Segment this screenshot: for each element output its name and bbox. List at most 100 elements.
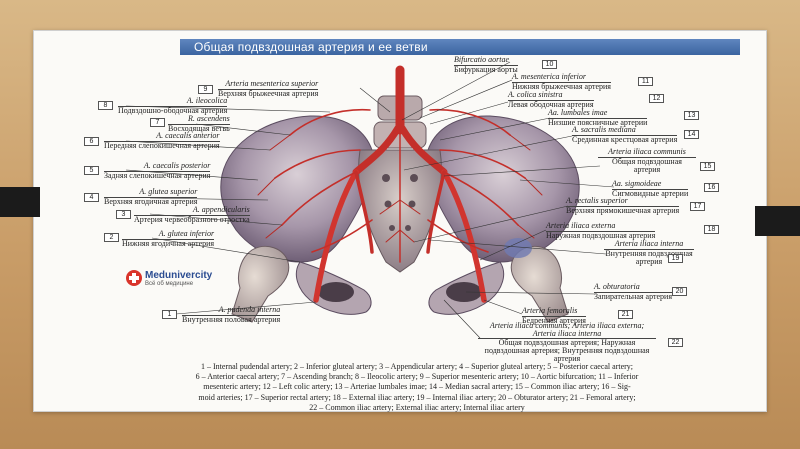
label-number-7: 7	[150, 118, 165, 127]
right-external-iliac	[441, 169, 487, 303]
label-1: A. pudenda interna Внутренняя половая ар…	[182, 305, 281, 324]
label-number-10: 10	[542, 60, 557, 69]
label-18: Arteria iliaca externa Наружная подвздош…	[546, 221, 656, 240]
right-acetabulum-blue	[504, 238, 532, 258]
label-5-russian: Задняя слепокишечная артерия	[104, 170, 211, 180]
legend-line-4: moid arteries; 17 – Superior rectal arte…	[198, 392, 636, 402]
label-17-latin: A. rectalis superior	[566, 196, 680, 207]
label-16-latin: Aa. sigmoideae	[612, 179, 689, 190]
label-13: Aa. lumbales imae Низшие поясничные арте…	[548, 108, 648, 127]
label-14-latin: A. sacralis mediana	[572, 125, 678, 136]
label-9-russian: Верхняя брыжеечная артерия	[218, 88, 319, 98]
medical-cross-icon	[126, 270, 142, 286]
label-7-latin: R. ascendens	[168, 114, 230, 125]
label-6: A. caecalis anterior Передняя слепокишеч…	[104, 131, 220, 150]
label-10: Bifurcatio aortae Бифуркация аорты	[454, 55, 518, 74]
label-15-latin: Arteria iliaca communis	[598, 147, 696, 158]
label-number-8: 8	[98, 101, 113, 110]
label-21-russian: Бедренная артерия	[522, 315, 586, 325]
label-number-11: 11	[638, 77, 653, 86]
label-number-9: 9	[198, 85, 213, 94]
logo-tagline: Всё об медицине	[145, 281, 194, 287]
label-2: A. glutea inferior Нижняя ягодичная арте…	[122, 229, 215, 248]
label-14-russian: Срединная крестцовая артерия	[572, 134, 678, 144]
label-2-russian: Нижняя ягодичная артерия	[122, 238, 215, 248]
label-number-1: 1	[162, 310, 177, 319]
legend-line-2: 6 – Anterior caecal artery; 7 – Ascendin…	[195, 372, 639, 382]
left-femur	[231, 246, 290, 323]
label-10-latin: Bifurcatio aortae	[454, 55, 518, 66]
label-12-latin: A. colica sinistra	[508, 90, 594, 101]
label-number-18: 18	[704, 225, 719, 234]
label-22: Arteria iliaca communis; Arteria iliaca …	[478, 322, 656, 363]
label-9: Arteria mesenterica superior Верхняя бры…	[218, 79, 319, 98]
label-number-15: 15	[700, 162, 715, 171]
leader-lines	[125, 61, 615, 339]
label-4: A. glutea superior Верхняя ягодичная арт…	[104, 187, 198, 206]
label-number-19: 19	[668, 254, 683, 263]
label-6-russian: Передняя слепокишечная артерия	[104, 140, 220, 150]
label-number-2: 2	[104, 233, 119, 242]
label-20-latin: A. obturatoria	[594, 282, 673, 293]
label-13-latin: Aa. lumbales imae	[548, 108, 648, 119]
label-4-latin: A. glutea superior	[104, 187, 198, 198]
arterial-tree	[257, 65, 543, 303]
right-edge-bar	[755, 206, 800, 236]
label-9-latin: Arteria mesenterica superior	[218, 79, 319, 90]
label-3: A. appendicularis Артерия червеобразного…	[134, 205, 250, 224]
label-number-6: 6	[84, 137, 99, 146]
label-number-20: 20	[672, 287, 687, 296]
fine-branches	[257, 134, 543, 243]
label-7: R. ascendens Восходящая ветвь	[168, 114, 230, 133]
label-number-16: 16	[704, 183, 719, 192]
label-5: A. caecalis posterior Задняя слепокишечн…	[104, 161, 211, 180]
slide-title: Общая подвздошная артерия и ее ветви	[180, 39, 740, 55]
label-1-latin: A. pudenda interna	[182, 305, 281, 316]
label-20-russian: Запирательная артерия	[594, 291, 673, 301]
label-10-russian: Бифуркация аорты	[454, 64, 518, 74]
label-5-latin: A. caecalis posterior	[104, 161, 211, 172]
legend-line-3: mesenteric artery; 12 – Left colic arter…	[203, 382, 631, 392]
label-number-22: 22	[668, 338, 683, 347]
label-18-latin: Arteria iliaca externa	[546, 221, 656, 232]
label-3-latin: A. appendicularis	[134, 205, 250, 216]
legend-line-1: 1 – Internal pudendal artery; 2 – Inferi…	[200, 362, 634, 371]
left-external-iliac	[313, 169, 359, 303]
label-11: A. mesenterica inferior Нижняя брыжеечна…	[512, 72, 611, 91]
label-8: A. ileocolica Подвздошно-ободочная артер…	[118, 96, 228, 115]
label-20: A. obturatoria Запирательная артерия	[594, 282, 673, 301]
label-1-russian: Внутренняя половая артерия	[182, 314, 281, 324]
label-18-russian: Наружная подвздошная артерия	[546, 230, 656, 240]
label-16: Aa. sigmoideae Сигмовидные артерии	[612, 179, 689, 198]
label-8-latin: A. ileocolica	[118, 96, 228, 107]
label-19-latin: Arteria iliaca interna	[604, 239, 694, 250]
label-number-4: 4	[84, 193, 99, 202]
label-number-13: 13	[684, 111, 699, 120]
logo-name: Medunivercity	[145, 270, 213, 281]
label-19-russian: Внутренняя подвздошная артерия	[605, 248, 693, 266]
label-number-14: 14	[684, 130, 699, 139]
left-internal-iliac	[354, 170, 374, 254]
label-7-russian: Восходящая ветвь	[168, 123, 230, 133]
legend-line-5: 22 – Common iliac artery; External iliac…	[309, 402, 525, 412]
label-number-12: 12	[649, 94, 664, 103]
label-4-russian: Верхняя ягодичная артерия	[104, 196, 198, 206]
right-branches	[427, 108, 526, 253]
label-21-latin: Arteria femoralis	[522, 306, 586, 317]
label-12-russian: Левая ободочная артерия	[508, 99, 594, 109]
label-13-russian: Низшие поясничные артерии	[548, 117, 648, 127]
label-11-latin: A. mesenterica inferior	[512, 72, 611, 83]
label-15: Arteria iliaca communis Общая подвздошна…	[598, 147, 696, 175]
right-internal-iliac	[426, 170, 446, 254]
label-number-3: 3	[116, 210, 131, 219]
label-22-latin: Arteria iliaca communis; Arteria iliaca …	[478, 322, 656, 339]
left-branches	[274, 108, 373, 253]
label-number-5: 5	[84, 166, 99, 175]
label-19: Arteria iliaca interna Внутренняя подвзд…	[604, 239, 694, 267]
left-common-iliac	[352, 124, 402, 176]
label-2-latin: A. glutea inferior	[122, 229, 215, 240]
label-6-latin: A. caecalis anterior	[104, 131, 220, 142]
label-12: A. colica sinistra Левая ободочная артер…	[508, 90, 594, 109]
left-edge-bar	[0, 187, 40, 217]
